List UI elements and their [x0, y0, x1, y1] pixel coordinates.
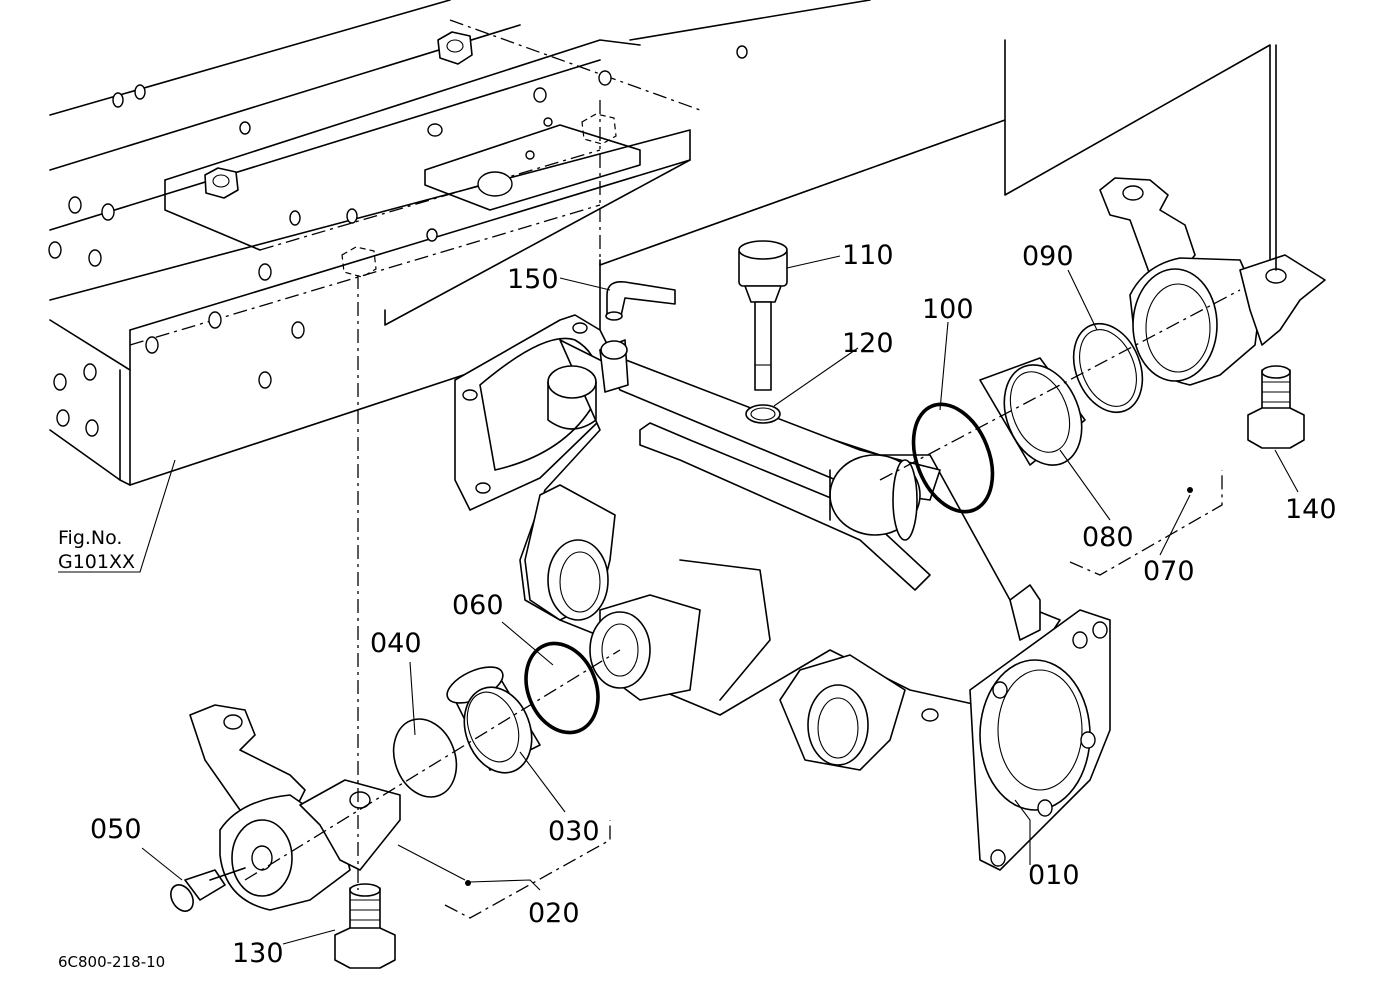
- bolt-130: [334, 883, 396, 969]
- elbow-150: [605, 280, 676, 321]
- label-110: 110: [842, 240, 894, 271]
- axle-housing-010: [454, 314, 1111, 871]
- fig-ref-line2: G101XX: [58, 551, 135, 573]
- washer-090: [1072, 322, 1144, 414]
- figure-reference: Fig.No. G101XX: [58, 459, 176, 573]
- frame-assembly: [48, 0, 1271, 486]
- leader-lines: [141, 255, 1299, 945]
- o-ring-120: [745, 404, 781, 424]
- label-120: 120: [842, 328, 894, 359]
- bracket-070: [1099, 177, 1326, 386]
- label-050: 050: [90, 814, 142, 845]
- plug-110: [738, 240, 788, 391]
- frame-nuts: [204, 31, 617, 278]
- label-090: 090: [1022, 241, 1074, 272]
- o-ring-100: [911, 402, 995, 514]
- centerlines: [244, 44, 1277, 919]
- label-010: 010: [1028, 860, 1080, 891]
- o-ring-060: [524, 641, 600, 735]
- label-060: 060: [452, 590, 504, 621]
- label-080: 080: [1082, 522, 1134, 553]
- label-100: 100: [922, 294, 974, 325]
- fig-ref-line1: Fig.No.: [58, 527, 122, 549]
- drawing-code: 6C800-218-10: [58, 953, 165, 971]
- bracket-020: [189, 704, 401, 911]
- bolt-140: [1247, 365, 1305, 449]
- cap-040: [392, 718, 458, 798]
- label-140: 140: [1285, 494, 1337, 525]
- label-130: 130: [232, 938, 284, 969]
- bushing-080: [979, 357, 1086, 466]
- label-040: 040: [370, 628, 422, 659]
- frame-holes: [48, 45, 748, 437]
- label-030: 030: [548, 816, 600, 847]
- label-020: 020: [528, 898, 580, 929]
- label-070: 070: [1143, 556, 1195, 587]
- nipple-050: [170, 867, 246, 912]
- part-labels: 010 020 030 040 050 060 070 080 090 100 …: [90, 240, 1337, 969]
- bushing-030: [446, 666, 541, 774]
- label-150: 150: [507, 264, 559, 295]
